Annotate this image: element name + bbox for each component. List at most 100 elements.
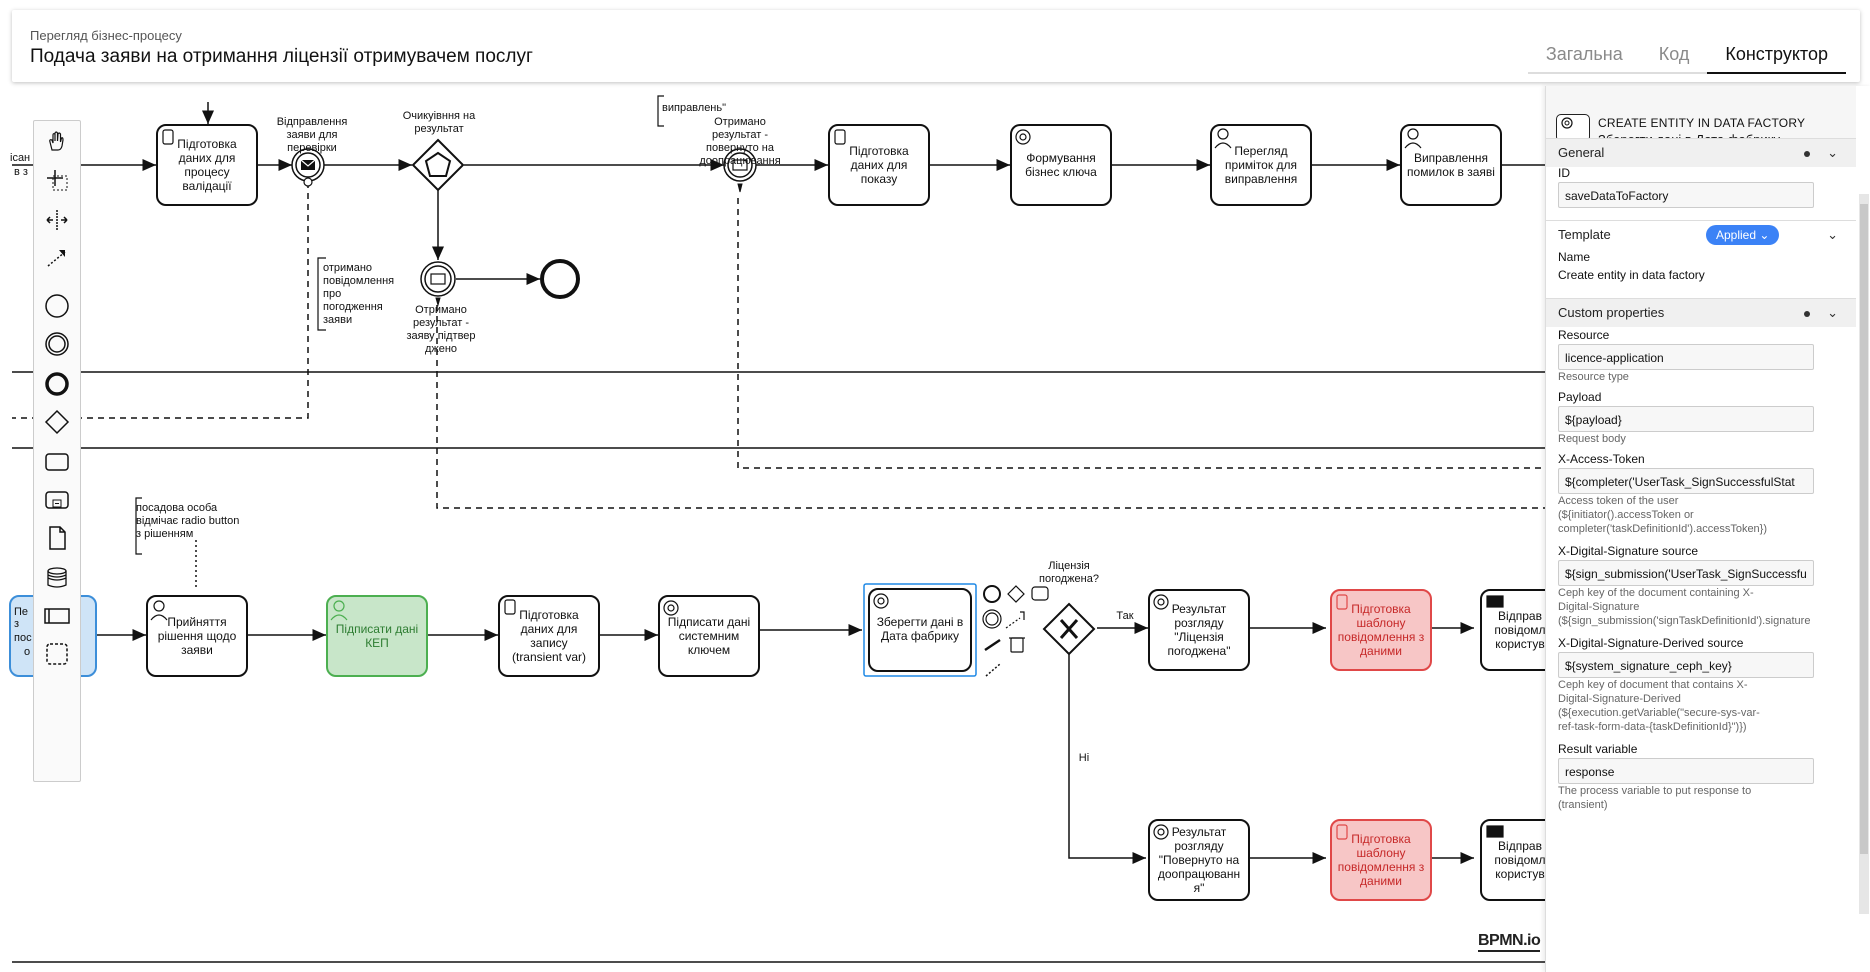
annotation-agreement: отримано повідомлення про погодження зая… xyxy=(323,262,395,326)
gateway-label-license: Ліцензія погоджена? xyxy=(1039,560,1099,585)
tab-general[interactable]: Загальна xyxy=(1527,34,1641,74)
task-label-t12: Підготовка шаблону повідомлення з даними xyxy=(1337,602,1425,658)
template-name-value: Create entity in data factory xyxy=(1558,268,1705,282)
panel-scrollbar-thumb[interactable] xyxy=(1860,204,1868,854)
cut-label-5: пос xyxy=(14,632,32,644)
task-label-t9: Підписати дані системним ключем xyxy=(667,615,751,657)
task-icon[interactable] xyxy=(42,447,72,477)
task-t7[interactable] xyxy=(326,595,428,677)
task-label-t7: Підписати дані КЕП xyxy=(335,622,419,650)
task-label-t5: Виправлення помилок в заяві xyxy=(1407,151,1495,179)
space-tool-icon[interactable] xyxy=(42,205,72,235)
bpmn-io-watermark[interactable]: BPMN.io xyxy=(1478,932,1541,952)
exclusive-gateway[interactable] xyxy=(1042,602,1096,656)
task-t9[interactable] xyxy=(658,595,760,677)
tool-palette xyxy=(33,120,81,782)
task-t12[interactable] xyxy=(1330,589,1432,671)
resource-label: Resource xyxy=(1558,328,1610,342)
section-custom-properties[interactable]: Custom properties ⌄ xyxy=(1546,298,1856,327)
page-title: Подача заяви на отримання ліцензії отрим… xyxy=(30,46,533,67)
task-label-t15: Підготовка шаблону повідомлення з даними xyxy=(1337,832,1425,888)
chevron-down-icon[interactable]: ⌄ xyxy=(1827,227,1838,242)
task-label-t6: Прийняття рішення щодо заяви xyxy=(157,615,237,657)
tab-constructor[interactable]: Конструктор xyxy=(1707,34,1846,74)
pool-icon[interactable] xyxy=(42,601,72,631)
task-label-t13: Відправ повідомл користув xyxy=(1494,609,1545,651)
task-label-t11: Результат розгляду "Ліцензія погоджена" xyxy=(1167,602,1231,658)
chevron-down-icon[interactable]: ⌄ xyxy=(1827,305,1838,320)
chevron-down-icon[interactable]: ⌄ xyxy=(1827,145,1838,160)
flow-label-yes: Так xyxy=(1116,610,1134,622)
signature-help: Ceph key of the document containing X- D… xyxy=(1558,587,1811,627)
message-flows xyxy=(12,182,1545,590)
task-t11[interactable] xyxy=(1148,589,1250,671)
resource-input[interactable]: licence-application xyxy=(1558,344,1814,370)
payload-input[interactable]: ${payload} xyxy=(1558,406,1814,432)
group-icon[interactable] xyxy=(42,639,72,669)
task-label-t10: Зберегти дані в Дата фабрику xyxy=(876,615,964,643)
task-t15[interactable] xyxy=(1330,819,1432,901)
payload-help: Request body xyxy=(1558,433,1626,445)
signature-input[interactable]: ${sign_submission('UserTask_SignSuccessf… xyxy=(1558,560,1814,586)
breadcrumb: Перегляд бізнес-процесу xyxy=(30,28,182,43)
id-input[interactable]: saveDataToFactory xyxy=(1558,182,1814,208)
section-custom-title: Custom properties xyxy=(1558,305,1665,320)
tab-bar: Загальна Код Конструктор xyxy=(1527,34,1846,74)
start-event-icon[interactable] xyxy=(42,291,72,321)
result-variable-input[interactable]: response xyxy=(1558,758,1814,784)
section-general-title: General xyxy=(1558,145,1605,160)
global-connect-tool-icon[interactable] xyxy=(42,243,72,273)
gateway-icon[interactable] xyxy=(42,407,72,437)
task-t2[interactable] xyxy=(828,124,930,206)
task-t10[interactable] xyxy=(868,588,972,672)
task-label-t14: Результат розгляду "Повернуто на доопрац… xyxy=(1157,825,1241,895)
cut-label-4: з xyxy=(14,618,20,630)
task-t5[interactable] xyxy=(1400,124,1502,206)
section-template-title: Template xyxy=(1558,227,1611,242)
task-t6[interactable] xyxy=(146,595,248,677)
resource-help: Resource type xyxy=(1558,371,1629,383)
properties-panel: CREATE ENTITY IN DATA FACTORY Зберегти д… xyxy=(1545,86,1870,972)
lasso-tool-icon[interactable] xyxy=(42,165,72,195)
data-store-icon[interactable] xyxy=(42,563,72,593)
tasks-row-2 xyxy=(9,583,1545,901)
bpmn-canvas[interactable]: Відправлення заяви для перевірки Очикуів… xyxy=(0,86,1545,972)
context-pad[interactable] xyxy=(982,585,1049,677)
panel-scrollbar[interactable] xyxy=(1859,194,1869,914)
tasks-row-1 xyxy=(156,124,1502,206)
section-general[interactable]: General ⌄ xyxy=(1546,138,1856,167)
task-t8[interactable] xyxy=(498,595,600,677)
diagram-svg xyxy=(9,95,1545,963)
signature-derived-input[interactable]: ${system_signature_ceph_key} xyxy=(1558,652,1814,678)
end-event-icon[interactable] xyxy=(42,369,72,399)
tab-code[interactable]: Код xyxy=(1640,34,1708,74)
section-template[interactable]: Template Applied ⌄ ⌄ xyxy=(1546,220,1856,249)
task-t3[interactable] xyxy=(1010,124,1112,206)
task-label-t8: Підготовка даних для запису (transient v… xyxy=(511,608,587,664)
applied-badge[interactable]: Applied ⌄ xyxy=(1706,225,1780,245)
signature-derived-help: Ceph key of document that contains X- Di… xyxy=(1558,679,1760,733)
task-t1[interactable] xyxy=(156,124,258,206)
cut-label-3: Пе xyxy=(14,606,29,618)
header-bar: Перегляд бізнес-процесу Подача заяви на … xyxy=(12,10,1860,82)
task-label-t2: Підготовка даних для показу xyxy=(849,144,909,186)
task-t14[interactable] xyxy=(1148,819,1250,901)
applied-badge-label: Applied xyxy=(1716,228,1757,242)
signature-label: X-Digital-Signature source xyxy=(1558,544,1699,558)
task-label-t1: Підготовка даних для процесу валідації xyxy=(177,137,237,193)
signature-derived-label: X-Digital-Signature-Derived source xyxy=(1558,636,1744,650)
task-t4[interactable] xyxy=(1210,124,1312,206)
event-label-send-for-check: Відправлення заяви для перевірки xyxy=(276,116,348,154)
hand-tool-icon[interactable] xyxy=(42,127,72,157)
task-type-marks xyxy=(150,128,1504,840)
access-token-label: X-Access-Token xyxy=(1558,452,1645,466)
annotation-officer: посадова особа відмічає radio button з р… xyxy=(136,502,240,540)
data-object-icon[interactable] xyxy=(42,523,72,553)
task-label-t3: Формування бізнес ключа xyxy=(1025,151,1097,179)
access-token-input[interactable]: ${completer('UserTask_SignSuccessfulStat xyxy=(1558,468,1814,494)
task-label-t4: Перегляд приміток для виправлення xyxy=(1224,144,1298,186)
subprocess-icon[interactable] xyxy=(42,485,72,515)
section-general-dot xyxy=(1804,151,1810,157)
intermediate-event-icon[interactable] xyxy=(42,329,72,359)
service-task-icon xyxy=(1556,114,1590,142)
